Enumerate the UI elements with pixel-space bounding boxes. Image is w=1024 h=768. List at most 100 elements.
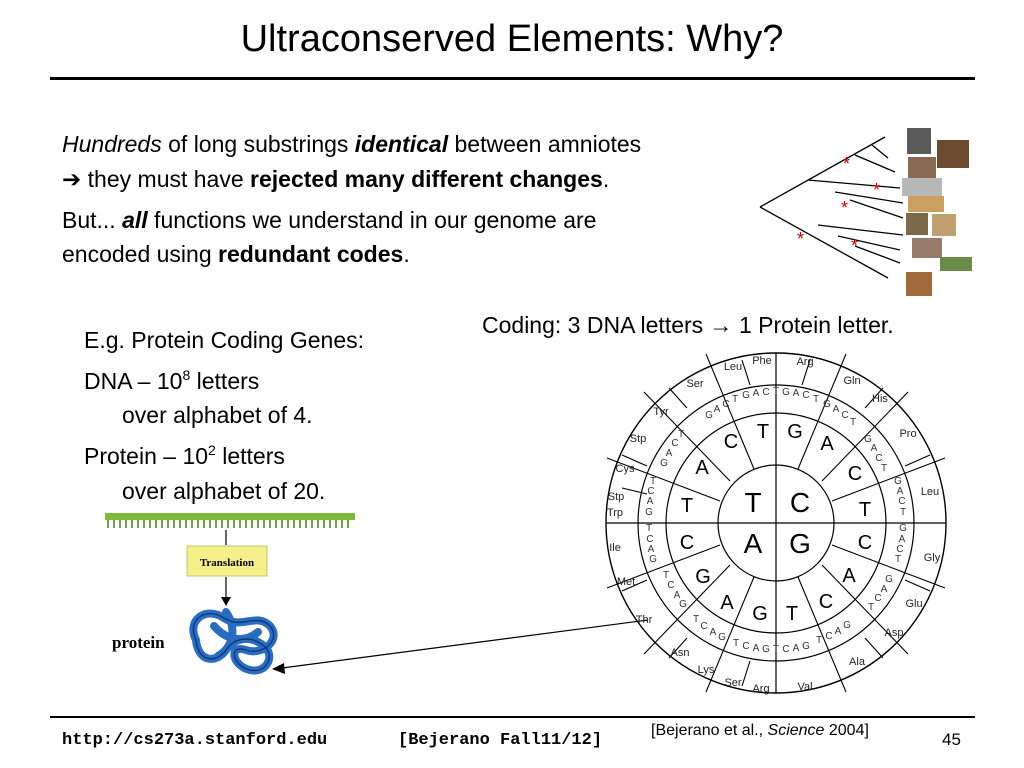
- amino-acid-label: Ala: [849, 656, 866, 668]
- dna-strand: [105, 513, 355, 528]
- amino-acid-label: Stp: [630, 433, 647, 445]
- intro-text: of long substrings: [161, 131, 355, 157]
- intro-redundant: redundant codes: [218, 241, 404, 267]
- animal-thumbnails: [902, 128, 972, 296]
- protein-alphabet: over alphabet of 20.: [122, 478, 326, 504]
- first-base: C: [790, 487, 810, 518]
- second-base: A: [695, 457, 709, 479]
- svg-text:G: G: [885, 574, 893, 585]
- intro-line-2: ➔ they must have rejected many different…: [62, 162, 609, 196]
- svg-text:T: T: [773, 644, 779, 655]
- svg-text:T: T: [895, 554, 901, 565]
- second-base: T: [786, 603, 798, 625]
- page-number: 45: [942, 730, 961, 749]
- second-base: G: [787, 421, 803, 443]
- svg-text:C: C: [841, 410, 848, 421]
- amino-acid-label: Stp: [608, 491, 625, 503]
- arrow-icon: ➔: [62, 166, 82, 192]
- svg-text:A: A: [899, 534, 906, 545]
- amino-acid-label: Ser: [724, 677, 741, 689]
- svg-text:C: C: [896, 544, 903, 555]
- svg-text:G: G: [660, 458, 668, 469]
- amino-acid-label: Arg: [752, 683, 769, 695]
- svg-text:C: C: [646, 534, 653, 545]
- svg-text:C: C: [647, 486, 654, 497]
- svg-text:C: C: [898, 496, 905, 507]
- codon-wheel: T C A G C T G A C T C A C G T A G C T A …: [605, 352, 947, 695]
- amino-acid-label: Ile: [609, 542, 621, 554]
- intro-text: they must have: [81, 166, 251, 192]
- svg-text:A: A: [753, 643, 760, 654]
- macaque-thumbnail: [908, 157, 936, 179]
- intro-text: functions we understand in our genome ar…: [147, 207, 597, 233]
- tree-star: *: [797, 229, 804, 249]
- footer-rule: [50, 716, 975, 718]
- protein-fold-outline: [192, 612, 275, 672]
- intro-identical: identical: [354, 131, 449, 157]
- amino-acid-label: Glu: [905, 598, 922, 610]
- svg-text:G: G: [823, 399, 831, 410]
- intro-text: .: [602, 166, 610, 192]
- dna-alphabet: over alphabet of 4.: [122, 402, 313, 428]
- intro-text: between amniotes: [448, 131, 642, 157]
- svg-text:T: T: [663, 570, 669, 581]
- protein-text: Protein – 10: [84, 443, 209, 469]
- svg-text:A: A: [871, 443, 878, 454]
- tree-star: *: [841, 198, 848, 218]
- protein-text: letters: [215, 443, 285, 469]
- intro-text: .: [403, 241, 410, 267]
- svg-text:G: G: [762, 644, 770, 655]
- second-base: C: [848, 463, 862, 485]
- tree-star: *: [873, 180, 880, 200]
- citation-journal: Science: [767, 722, 825, 739]
- svg-text:A: A: [674, 590, 681, 601]
- svg-text:C: C: [782, 644, 789, 655]
- svg-text:C: C: [874, 593, 881, 604]
- first-base: A: [744, 528, 763, 559]
- svg-text:C: C: [667, 580, 674, 591]
- svg-text:T: T: [646, 523, 652, 534]
- svg-text:A: A: [833, 404, 840, 415]
- slide-title: Ultraconserved Elements: Why?: [240, 18, 784, 60]
- svg-text:T: T: [773, 386, 779, 397]
- dna-text: DNA – 10: [84, 368, 183, 394]
- protein-line: Protein – 102 letters: [84, 441, 285, 471]
- tree-star: *: [851, 236, 858, 256]
- amino-acid-label: Cys: [616, 463, 635, 475]
- tree-star: *: [843, 154, 850, 174]
- amino-acid-label: Trp: [607, 507, 623, 519]
- svg-text:A: A: [835, 626, 842, 637]
- svg-text:A: A: [648, 544, 655, 555]
- amino-acid-label: Gln: [843, 375, 860, 387]
- svg-text:G: G: [679, 599, 687, 610]
- second-base: C: [680, 532, 694, 554]
- svg-text:A: A: [881, 584, 888, 595]
- svg-text:T: T: [816, 635, 822, 646]
- second-base: G: [695, 566, 711, 588]
- second-base: T: [757, 421, 769, 443]
- svg-text:T: T: [733, 638, 739, 649]
- amino-acid-label: His: [872, 393, 888, 405]
- svg-text:T: T: [693, 614, 699, 625]
- svg-text:T: T: [813, 394, 819, 405]
- intro-line-4: encoded using redundant codes.: [62, 237, 410, 271]
- citation-text: 2004]: [824, 722, 869, 739]
- svg-text:T: T: [850, 417, 856, 428]
- course-term: [Bejerano Fall11/12]: [398, 731, 603, 750]
- svg-text:C: C: [802, 390, 809, 401]
- citation: [Bejerano et al., Science 2004]: [651, 722, 869, 740]
- course-url: http://cs273a.stanford.edu: [62, 731, 328, 750]
- svg-text:C: C: [762, 387, 769, 398]
- intro-hundreds: Hundreds: [62, 131, 162, 157]
- first-base: G: [789, 528, 811, 559]
- intro-text: But...: [62, 207, 123, 233]
- translation-label: Translation: [200, 557, 254, 569]
- svg-text:C: C: [700, 621, 707, 632]
- svg-text:A: A: [666, 448, 673, 459]
- svg-text:G: G: [802, 641, 810, 652]
- amino-acid-label: Leu: [724, 361, 742, 373]
- chicken-thumbnail: [906, 272, 932, 296]
- svg-text:T: T: [678, 429, 684, 440]
- protein-exponent: 2: [208, 442, 216, 458]
- rat-thumbnail: [908, 196, 944, 212]
